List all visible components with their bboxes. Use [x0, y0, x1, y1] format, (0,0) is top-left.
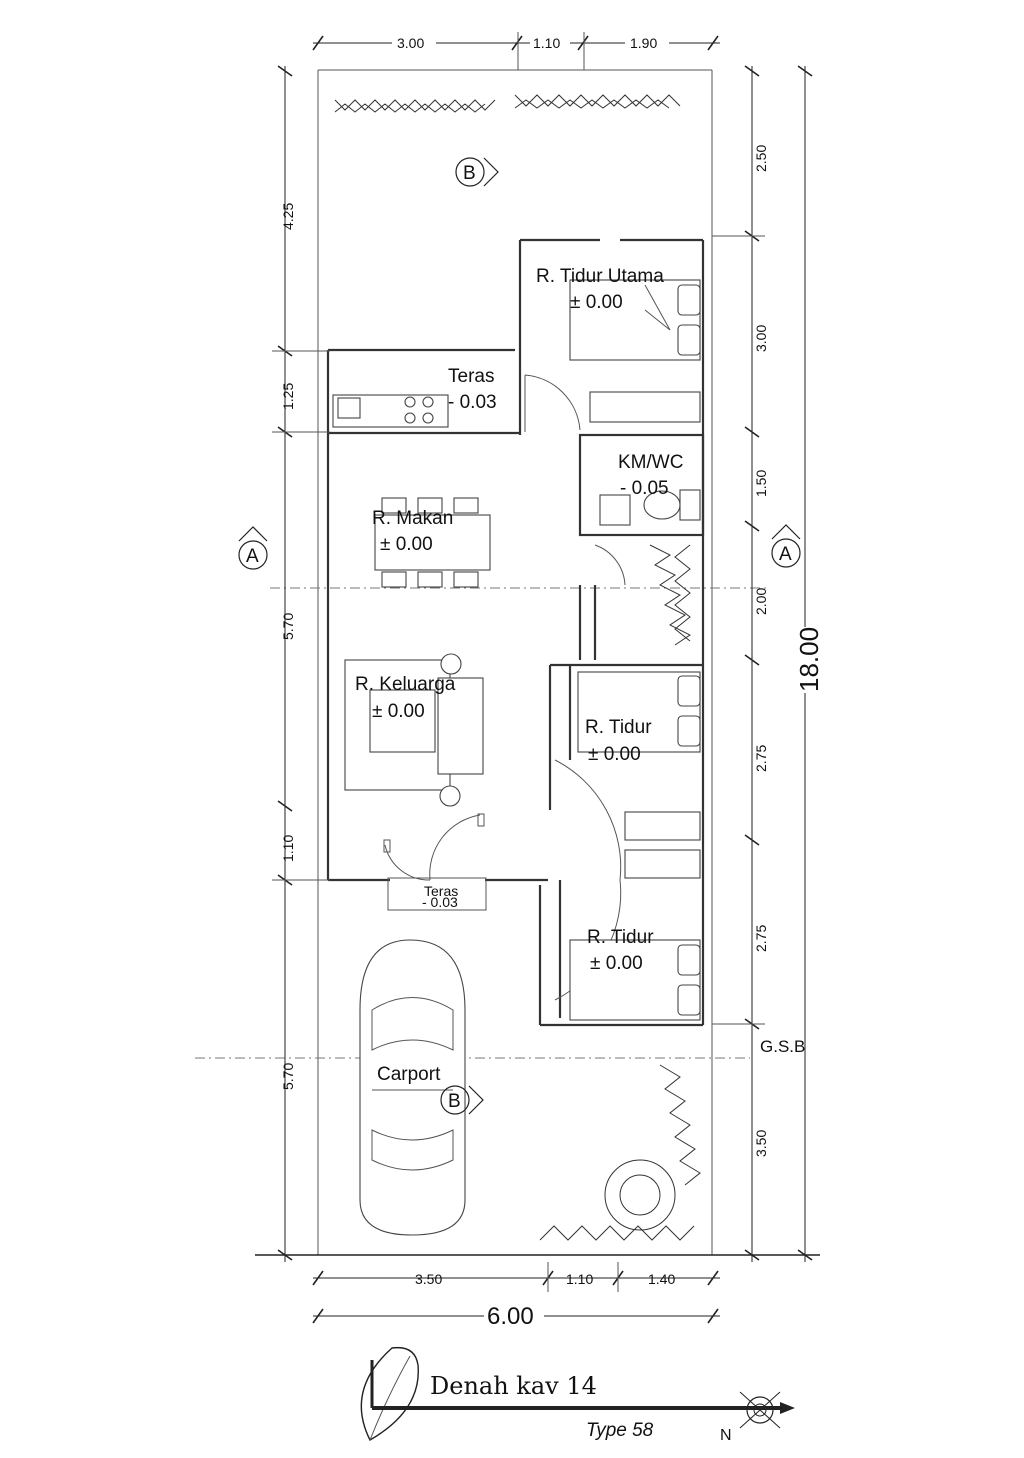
room-name-kmwc: KM/WC: [618, 452, 683, 473]
section-marker-a-left: A: [238, 526, 268, 570]
room-level-kmwc: - 0.05: [620, 478, 669, 499]
north-arrow-icon: N: [720, 1391, 781, 1444]
room-level-tidur-1: ± 0.00: [588, 744, 641, 765]
master-wardrobe: [589, 391, 701, 423]
site-boundary: [255, 69, 820, 1256]
kitchen-counter: [332, 394, 449, 428]
plants-side: [649, 544, 691, 646]
room-level-teras-back: - 0.03: [448, 392, 497, 413]
room-name-keluarga: R. Keluarga: [355, 674, 456, 695]
dim-right-4: 2.00: [753, 588, 769, 615]
dim-top-2: 1.10: [533, 35, 560, 51]
room-name-tidur-1: R. Tidur: [585, 717, 652, 738]
dim-top-1: 3.00: [397, 35, 424, 51]
dim-top-3: 1.90: [630, 35, 657, 51]
bedroom-1-bed: [577, 671, 701, 879]
dim-left-1: 4.25: [280, 203, 296, 230]
dim-right-3: 1.50: [753, 470, 769, 497]
title-block: Denah kav 14 Type 58: [360, 1346, 795, 1441]
bedroom-2-bed: [569, 939, 701, 1021]
room-level-keluarga: ± 0.00: [372, 701, 425, 722]
room-name-teras-front: Teras: [424, 883, 458, 899]
dining-table: [374, 497, 491, 588]
dim-left-3: 5.70: [280, 613, 296, 640]
dim-left-4: 1.10: [280, 835, 296, 862]
section-b-label-bottom: B: [448, 1091, 461, 1112]
plants-top: [334, 94, 681, 113]
family-sofa: [344, 653, 484, 807]
section-a-label-left: A: [246, 546, 259, 567]
master-bed: [569, 279, 701, 361]
dim-left-2: 1.25: [280, 383, 296, 410]
dim-bottom-2: 1.10: [566, 1271, 593, 1287]
dim-right-7: 3.50: [753, 1130, 769, 1157]
bathroom-fixtures: [599, 489, 701, 526]
dim-right-5: 2.75: [753, 745, 769, 772]
dim-total-length: 18.00: [794, 627, 824, 692]
dim-total-width: 6.00: [487, 1303, 534, 1330]
room-labels: R. Tidur Utama ± 0.00 Teras - 0.03 KM/WC…: [355, 266, 683, 1085]
dim-bottom-3: 1.40: [648, 1271, 675, 1287]
section-b-label-top: B: [463, 163, 476, 184]
car: [359, 939, 466, 1236]
room-name-teras-back: Teras: [448, 366, 494, 387]
dim-left-5: 5.70: [280, 1063, 296, 1090]
north-label: N: [720, 1427, 732, 1444]
gsb-label: G.S.B: [760, 1037, 805, 1056]
dimension-left: 4.25 1.25 5.70 1.10 5.70: [272, 65, 330, 1262]
dim-right-1: 2.50: [753, 145, 769, 172]
dimension-bottom: 3.50 1.10 1.40 6.00: [312, 1262, 720, 1330]
plants-bottom: [539, 1064, 701, 1241]
room-level-tidur-utama: ± 0.00: [570, 292, 623, 313]
section-marker-a-right: A: [771, 524, 801, 568]
room-level-tidur-2: ± 0.00: [590, 953, 643, 974]
section-marker-b-top: B: [455, 157, 499, 187]
room-name-carport: Carport: [377, 1064, 441, 1085]
dim-right-6: 2.75: [753, 925, 769, 952]
dim-right-2: 3.00: [753, 325, 769, 352]
plan-subtitle: Type 58: [586, 1420, 654, 1441]
section-a-label-right: A: [779, 544, 792, 565]
dimension-top: 3.00 1.10 1.90: [312, 32, 720, 70]
room-name-makan: R. Makan: [372, 508, 453, 529]
dimension-right: 2.50 3.00 1.50 2.00 2.75 2.75 3.50 18.00…: [712, 65, 824, 1262]
walls: [326, 238, 705, 1027]
room-name-tidur-2: R. Tidur: [587, 927, 654, 948]
dim-bottom-1: 3.50: [415, 1271, 442, 1287]
plan-title: Denah kav 14: [430, 1372, 597, 1400]
room-level-makan: ± 0.00: [380, 534, 433, 555]
section-marker-b-bottom: B: [440, 1085, 484, 1115]
room-name-tidur-utama: R. Tidur Utama: [536, 266, 664, 287]
room-level-teras-front: - 0.03: [422, 894, 458, 910]
